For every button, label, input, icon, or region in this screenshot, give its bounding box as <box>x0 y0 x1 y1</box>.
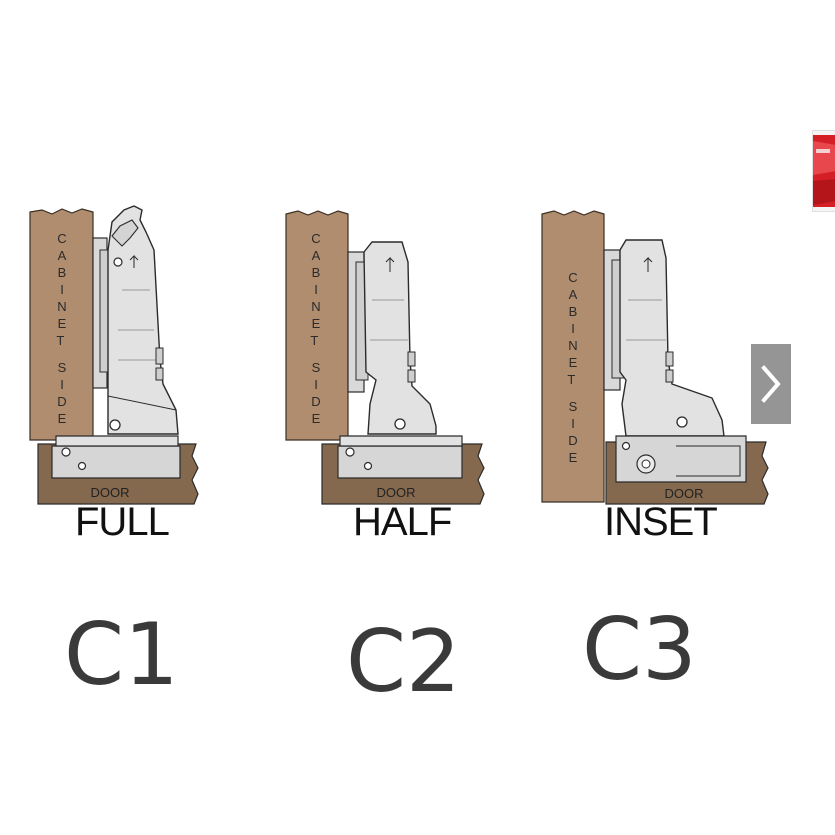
hinge-code-c1: C1 <box>64 605 179 705</box>
hinge-code-c3: C3 <box>582 600 697 700</box>
cabinet-side-panel <box>285 210 349 441</box>
chevron-right-icon <box>761 365 781 403</box>
door-label: DOOR <box>377 485 416 500</box>
door-label: DOOR <box>91 485 130 500</box>
product-package-image <box>813 135 835 207</box>
hinge-type-label-inset: INSET <box>604 500 718 544</box>
product-thumbnail[interactable] <box>812 130 835 212</box>
next-image-button[interactable] <box>751 344 791 424</box>
hinge-code-c2: C2 <box>346 612 461 712</box>
hinge-arm <box>363 241 437 435</box>
cabinet-side-panel <box>541 210 605 503</box>
hinge-arm <box>619 239 725 437</box>
hinge-type-label-full: FULL <box>75 500 170 544</box>
door-label: DOOR <box>665 486 704 501</box>
hinge-type-label-half: HALF <box>353 500 452 544</box>
